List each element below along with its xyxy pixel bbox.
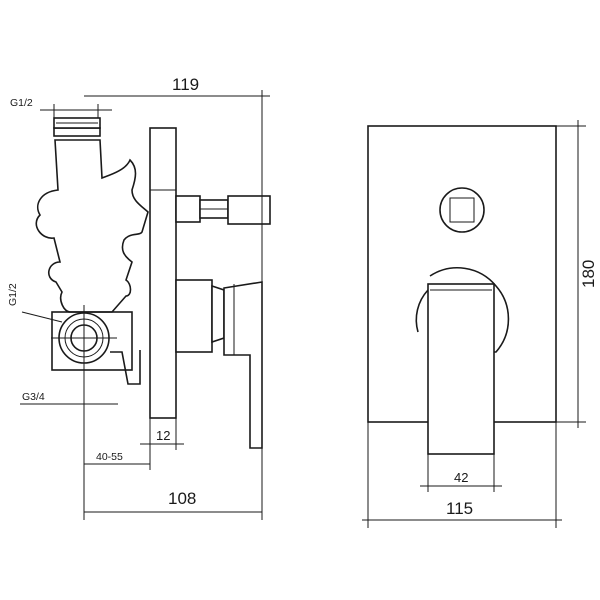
front-view-dimensions: 180 42 115 xyxy=(362,120,598,528)
cartridge-collar xyxy=(211,284,225,344)
top-inlet-pipe xyxy=(53,127,101,137)
lower-body xyxy=(51,311,133,371)
diverter-knob xyxy=(227,195,271,225)
dim-label-12: 12 xyxy=(156,428,170,443)
rosette-left-arc xyxy=(415,289,429,333)
lower-bracket xyxy=(110,350,141,385)
lever-handle xyxy=(223,281,263,449)
cartridge-body xyxy=(175,279,213,353)
dim-label-180: 180 xyxy=(579,260,598,288)
dim-label-g12-top: G1/2 xyxy=(10,97,33,109)
mixer-rosette xyxy=(429,267,510,353)
dim-label-g34: G3/4 xyxy=(22,391,45,403)
dim-label-108: 108 xyxy=(168,489,196,508)
diverter-knob-front xyxy=(439,187,485,233)
diverter-square xyxy=(449,197,475,223)
dim-label-g12-left: G1/2 xyxy=(7,283,19,306)
valve-body-outline xyxy=(35,139,149,313)
dim-label-40-55: 40-55 xyxy=(96,451,123,463)
wall-plate xyxy=(149,127,177,419)
side-view xyxy=(35,117,271,449)
dim-label-115: 115 xyxy=(446,499,473,518)
handle-front xyxy=(427,283,495,455)
dim-label-42: 42 xyxy=(454,470,468,485)
leader-g12-left xyxy=(21,311,63,323)
dim-label-119: 119 xyxy=(172,75,199,94)
diverter-stem xyxy=(175,195,201,223)
front-view xyxy=(367,125,557,455)
side-view-dimensions: G1/2 119 G1/2 G3/4 12 40-55 108 xyxy=(7,75,270,520)
